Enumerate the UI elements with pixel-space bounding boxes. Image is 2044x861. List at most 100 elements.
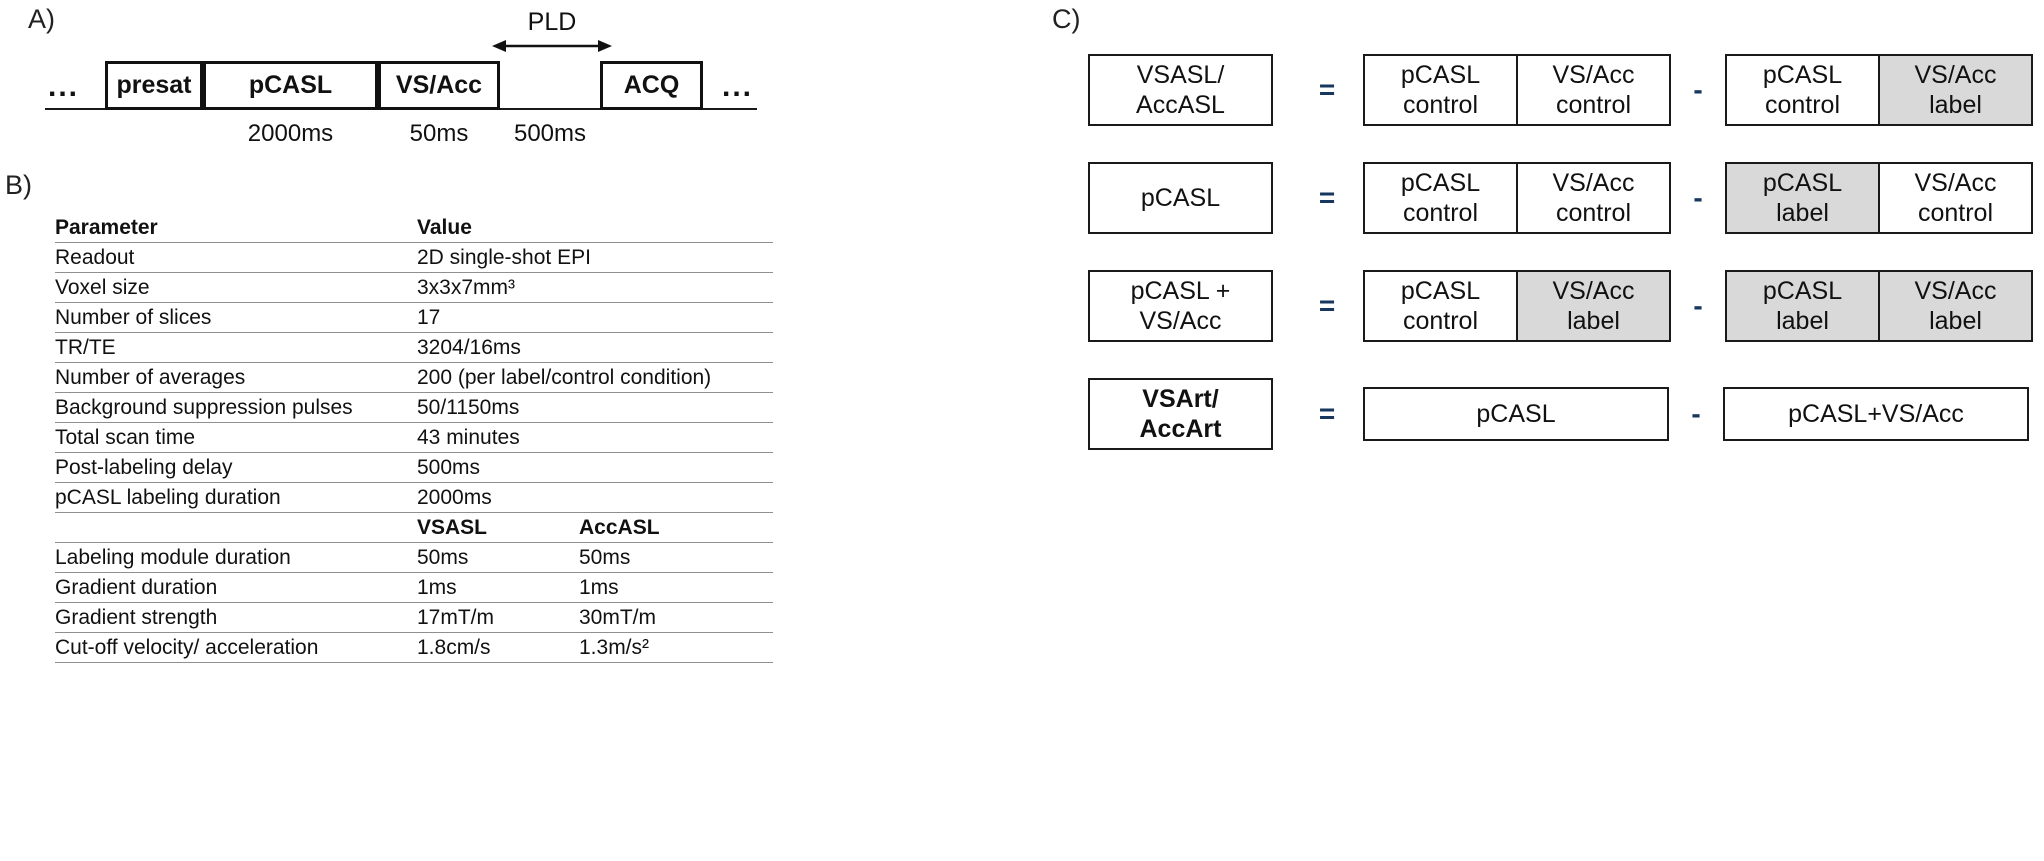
param-cell: Post-labeling delay: [55, 455, 233, 479]
lhs-line2: VS/Acc: [1139, 307, 1222, 335]
param-cell: TR/TE: [55, 335, 116, 359]
table-row: Gradient duration 1ms 1ms: [55, 573, 773, 603]
equals-sign: =: [1318, 398, 1336, 429]
operand-cell-vsacc-control: VS/Acc control: [1516, 164, 1669, 232]
cell-line2: control: [1555, 199, 1632, 227]
value-cell: 200 (per label/control condition): [417, 365, 712, 389]
operand-cell-pcasl-label: pCASL label: [1727, 164, 1878, 232]
vsasl-cell: 17mT/m: [417, 605, 495, 629]
operand-pair: pCASL control VS/Acc label: [1725, 54, 2033, 126]
table-row: Background suppression pulses 50/1150ms: [55, 393, 773, 423]
minus-sign: -: [1693, 74, 1703, 105]
lhs-box: VSASL/ AccASL: [1088, 54, 1273, 126]
cell-line2: label: [1567, 307, 1620, 335]
cell-line2: control: [1764, 91, 1841, 119]
equals-sign: =: [1318, 182, 1336, 213]
cell-line1: pCASL: [1400, 276, 1481, 305]
param-cell: Number of slices: [55, 305, 212, 329]
param-cell: Gradient duration: [55, 575, 218, 599]
value-cell: 43 minutes: [417, 425, 520, 449]
accasl-cell: 30mT/m: [579, 605, 657, 629]
cell-line1: pCASL: [1762, 60, 1843, 89]
cell-line1: VS/Acc: [1914, 276, 1997, 305]
operand-cell-pcasl-label: pCASL label: [1727, 272, 1878, 340]
cell-line2: control: [1402, 199, 1479, 227]
lhs-line2: AccArt: [1139, 415, 1222, 443]
param-cell: Cut-off velocity/ acceleration: [55, 635, 319, 659]
table-row: Voxel size 3x3x7mm³: [55, 273, 773, 303]
operand-cell-vsacc-label: VS/Acc label: [1878, 56, 2031, 124]
table-row: Gradient strength 17mT/m 30mT/m: [55, 603, 773, 633]
operand-pair: pCASL control VS/Acc label: [1363, 270, 1671, 342]
operand-cell-vsacc-label: VS/Acc label: [1516, 272, 1669, 340]
cell-line1: pCASL: [1762, 276, 1843, 305]
minus-sign: -: [1691, 398, 1701, 429]
lhs-line1: pCASL: [1140, 183, 1221, 212]
lhs-box: pCASL: [1088, 162, 1273, 234]
table-row: Cut-off velocity/ acceleration 1.8cm/s 1…: [55, 633, 773, 663]
table-row: TR/TE 3204/16ms: [55, 333, 773, 363]
time-vsacc-duration: 50ms: [409, 120, 469, 147]
param-cell: pCASL labeling duration: [55, 485, 281, 509]
table-header-row: Parameter Value: [55, 213, 773, 243]
value-cell: 3204/16ms: [417, 335, 521, 359]
table-row: Post-labeling delay 500ms: [55, 453, 773, 483]
cell-line2: label: [1776, 199, 1829, 227]
param-cell: Labeling module duration: [55, 545, 291, 569]
vsasl-cell: 50ms: [417, 545, 469, 569]
operand-cell-pcasl-control: pCASL control: [1365, 272, 1516, 340]
lhs-line1: VSArt/: [1142, 384, 1219, 413]
lhs-line1: pCASL +: [1130, 276, 1231, 305]
block-acq: ACQ: [600, 61, 703, 110]
value-cell: 17: [417, 305, 441, 329]
table-subheader-row: VSASL AccASL: [55, 513, 773, 543]
equation-row-pcasl-vsacc: pCASL + VS/Acc = pCASL control VS/Acc la…: [1088, 270, 2033, 342]
table-row: Labeling module duration 50ms 50ms: [55, 543, 773, 573]
vsasl-cell: 1ms: [417, 575, 457, 599]
equation-row-vsasl-accasl: VSASL/ AccASL = pCASL control VS/Acc con…: [1088, 54, 2033, 126]
col-header-parameter: Parameter: [55, 215, 158, 239]
operand-cell-pcasl-control: pCASL control: [1727, 56, 1878, 124]
pld-label: PLD: [527, 8, 577, 36]
value-cell: 500ms: [417, 455, 481, 479]
col-header-vsasl: VSASL: [417, 515, 488, 539]
param-cell: Number of averages: [55, 365, 246, 389]
value-cell: 3x3x7mm³: [417, 275, 516, 299]
cell-line2: control: [1555, 91, 1632, 119]
cell-line1: VS/Acc: [1914, 60, 1997, 89]
operand-pair: pCASL label VS/Acc control: [1725, 162, 2033, 234]
value-cell: 50/1150ms: [417, 395, 520, 419]
parameters-table: Parameter Value Readout 2D single-shot E…: [55, 213, 773, 663]
operand-pair: pCASL control VS/Acc control: [1363, 54, 1671, 126]
operand-cell-pcasl-control: pCASL control: [1365, 164, 1516, 232]
cell-line2: control: [1917, 199, 1994, 227]
cell-line2: control: [1402, 307, 1479, 335]
operand-pair: pCASL control VS/Acc control: [1363, 162, 1671, 234]
col-header-value: Value: [417, 215, 472, 239]
panel-a-label: A): [28, 4, 55, 34]
operand-cell-vsacc-label: VS/Acc label: [1878, 272, 2031, 340]
cell-line2: label: [1929, 307, 1982, 335]
panel-c-label: C): [1052, 4, 1081, 34]
equals-sign: =: [1318, 74, 1336, 105]
cell-line1: pCASL: [1400, 168, 1481, 197]
time-pcasl-duration: 2000ms: [247, 120, 334, 147]
equals-sign: =: [1318, 290, 1336, 321]
param-cell: Gradient strength: [55, 605, 218, 629]
operand-cell-pcasl-control: pCASL control: [1365, 56, 1516, 124]
accasl-cell: 1ms: [579, 575, 619, 599]
value-cell: 2D single-shot EPI: [417, 245, 591, 269]
cell-line1: pCASL: [1400, 60, 1481, 89]
cell-line2: label: [1929, 91, 1982, 119]
operand-box-pcasl: pCASL: [1363, 387, 1669, 441]
minus-sign: -: [1693, 290, 1703, 321]
cell-line1: VS/Acc: [1914, 168, 1997, 197]
panel-b-label: B): [5, 170, 32, 200]
pld-double-arrow-icon: [492, 40, 612, 52]
operand-box-pcasl-plus-vsacc: pCASL+VS/Acc: [1723, 387, 2029, 441]
lhs-box: VSArt/ AccArt: [1088, 378, 1273, 450]
accasl-cell: 50ms: [579, 545, 631, 569]
col-header-accasl: AccASL: [579, 515, 660, 539]
cell-line1: VS/Acc: [1552, 60, 1635, 89]
